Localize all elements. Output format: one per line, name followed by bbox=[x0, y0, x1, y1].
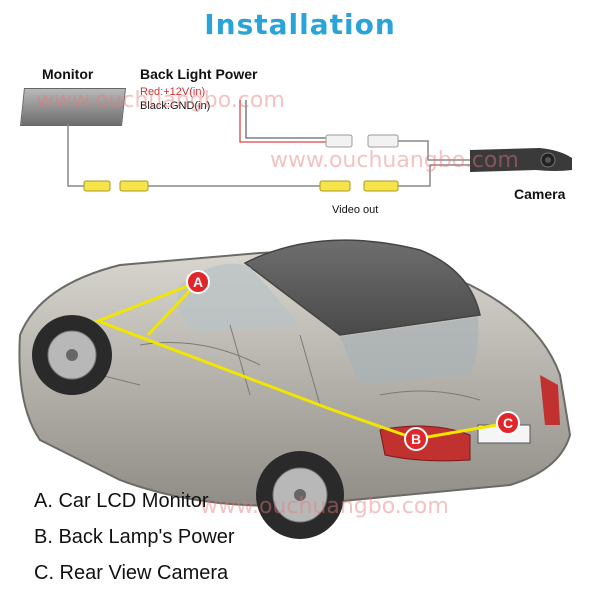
legend-item-c: C. Rear View Camera bbox=[34, 562, 229, 584]
marker-b-label: B bbox=[411, 431, 421, 447]
black-wire-label: Black:GND(in) bbox=[140, 100, 211, 112]
monitor-label: Monitor bbox=[42, 66, 94, 82]
marker-c: C bbox=[496, 411, 520, 435]
marker-c-label: C bbox=[503, 415, 513, 431]
power-red-wire bbox=[239, 100, 326, 143]
back-light-power-label: Back Light Power bbox=[140, 66, 258, 82]
page-title: Installation bbox=[204, 8, 396, 41]
legend-item-b: B. Back Lamp's Power bbox=[34, 526, 235, 548]
watermark-1: www.ouchuangbo.com bbox=[36, 88, 285, 113]
legend-item-a: A. Car LCD Monitor bbox=[34, 490, 209, 512]
car-illustration: A B C bbox=[18, 239, 572, 539]
rear-tail-light bbox=[540, 375, 560, 425]
video-out-label: Video out bbox=[332, 204, 379, 216]
rca-connectors bbox=[83, 180, 399, 192]
red-wire-label: Red:+12V(in) bbox=[140, 86, 206, 98]
rear-window bbox=[340, 317, 479, 385]
watermark-2: www.ouchuangbo.com bbox=[270, 148, 519, 173]
wiring-diagram bbox=[67, 100, 572, 192]
camera-icon bbox=[470, 148, 572, 172]
wiring-route bbox=[93, 280, 509, 441]
monitor-cable bbox=[67, 124, 84, 187]
marker-a-label: A bbox=[193, 274, 203, 290]
camera-power-cable bbox=[398, 140, 470, 161]
marker-a: A bbox=[186, 270, 210, 294]
marker-b: B bbox=[404, 427, 428, 451]
power-black-wire bbox=[245, 100, 326, 139]
camera-video-cable bbox=[398, 164, 470, 187]
front-wheel bbox=[32, 315, 112, 395]
car-roof bbox=[243, 239, 481, 336]
rear-wheel bbox=[256, 451, 344, 539]
camera-label: Camera bbox=[514, 186, 566, 202]
watermark-3: www.ouchuangbo.com bbox=[200, 494, 449, 519]
power-connectors bbox=[325, 134, 399, 148]
